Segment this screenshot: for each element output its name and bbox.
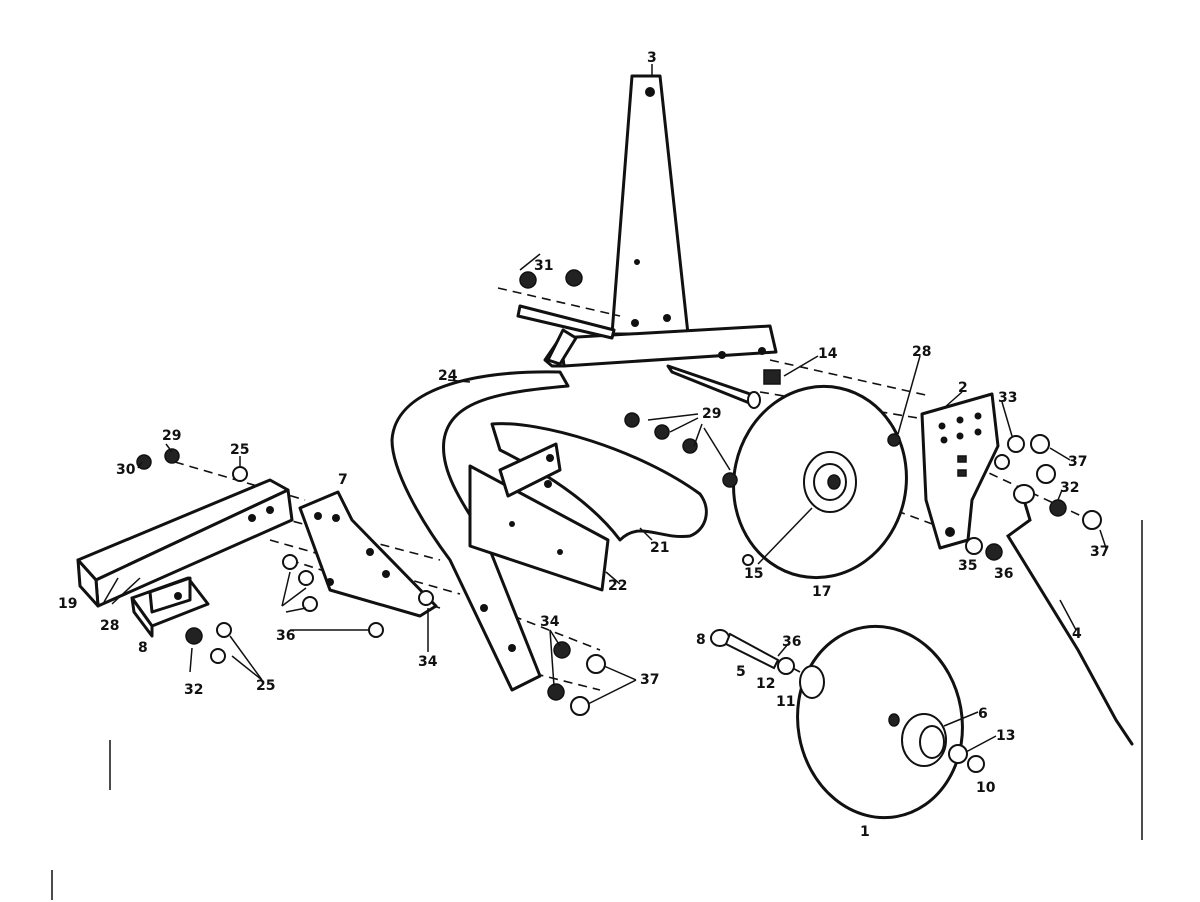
callout-37-upper: 37 (1068, 454, 1087, 470)
callout-33: 35 (958, 558, 977, 574)
callout-21: 22 (608, 578, 627, 594)
callout-17: 17 (812, 584, 831, 600)
callout-37-bottom: 37 (640, 672, 659, 688)
tie-rod (516, 304, 616, 366)
callout-2: 2 (958, 380, 968, 396)
callout-3: 3 (647, 50, 657, 66)
hub-hardware (710, 629, 825, 699)
callout-27: 29 (702, 406, 721, 422)
callout-1: 1 (860, 824, 870, 840)
callout-7: 7 (338, 472, 348, 488)
main-beam (543, 324, 778, 368)
callout-28-top: 29 (162, 428, 181, 444)
callout-24: 25 (230, 442, 249, 458)
mast-part (610, 74, 690, 336)
callout-35-plate: 34 (418, 654, 438, 670)
callout-8-hub: 8 (696, 632, 706, 648)
callout-29-left: 30 (116, 462, 136, 478)
callout-29-top: 31 (534, 258, 553, 274)
callouts: 3 31 14 28 2 33 37 32 37 24 29 21 22 15 … (58, 50, 1109, 840)
fasteners (136, 269, 1102, 773)
callout-22: 24 (438, 368, 458, 384)
callout-6: 6 (978, 706, 988, 722)
disc-17 (732, 384, 908, 580)
callout-11: 11 (776, 694, 795, 710)
scan-marks (51, 520, 1143, 900)
left-beam (76, 478, 294, 608)
callout-8-left: 8 (138, 640, 148, 656)
callout-12: 12 (756, 676, 775, 692)
callout-28-left: 28 (100, 618, 119, 634)
disc-1 (796, 624, 964, 820)
callout-25: 25 (256, 678, 275, 694)
callout-32-right: 33 (998, 390, 1017, 406)
side-plate (298, 490, 438, 618)
bracket-plate (920, 392, 1000, 550)
callout-34: 36 (782, 634, 801, 650)
callout-36-right: 36 (994, 566, 1013, 582)
callout-10: 10 (976, 780, 996, 796)
callout-19: 19 (58, 596, 77, 612)
callout-36-left: 36 (276, 628, 295, 644)
angle-bracket (130, 576, 210, 638)
callout-18: 21 (650, 540, 669, 556)
callout-13: 13 (996, 728, 1015, 744)
callout-31: 32 (184, 682, 203, 698)
callout-4: 4 (1072, 626, 1082, 642)
leader-lines (103, 64, 1107, 753)
callout-14: 14 (818, 346, 838, 362)
callout-37-right: 37 (1090, 544, 1109, 560)
axle-shaft (666, 364, 781, 409)
callout-32-bottom: 34 (540, 614, 560, 630)
callout-5: 5 (736, 664, 746, 680)
mounting-bracket (468, 442, 610, 592)
callout-15: 15 (744, 566, 763, 582)
callout-30: 32 (1060, 480, 1079, 496)
callout-26: 28 (912, 344, 931, 360)
scraper-rod (1005, 484, 1134, 746)
